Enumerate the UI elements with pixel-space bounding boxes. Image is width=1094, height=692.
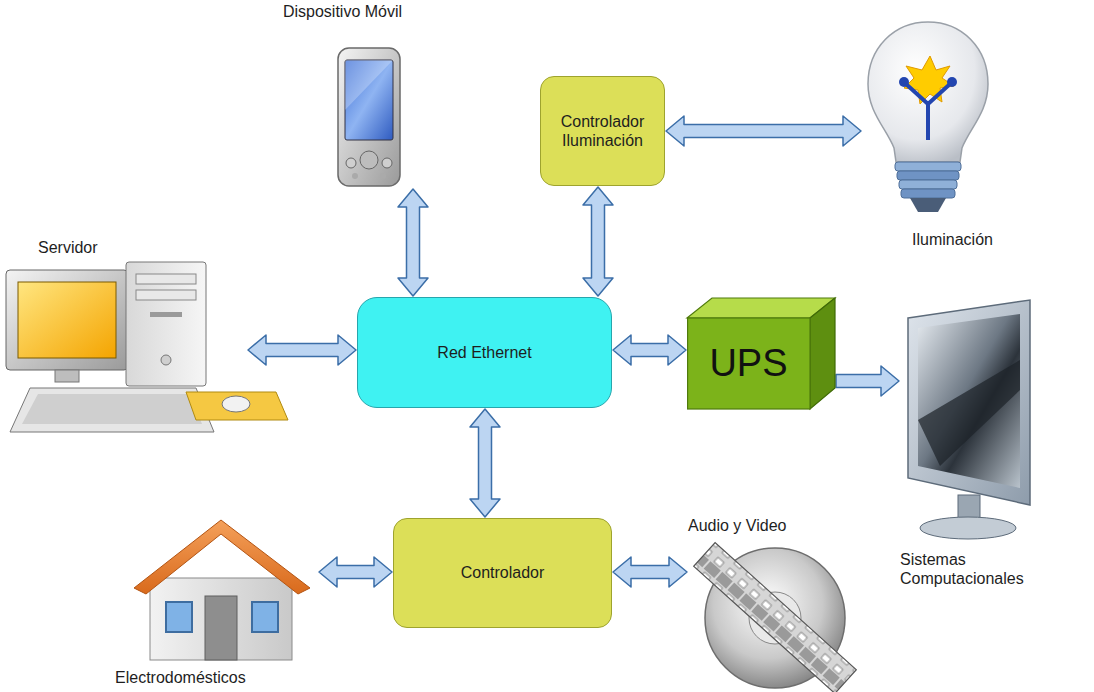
light-bulb-icon	[868, 22, 988, 212]
block-arrow	[398, 189, 428, 296]
audio-video: Audio y Video	[688, 512, 863, 690]
node-label: Dispositivo Móvil	[255, 2, 430, 21]
node-label: Iluminación	[912, 230, 1012, 249]
lighting-controller-box: Controlador Iluminación	[540, 76, 665, 186]
block-arrow	[613, 335, 686, 365]
node-label: Audio y Video	[688, 516, 860, 535]
node-label: Red Ethernet	[437, 343, 531, 362]
block-arrow	[666, 116, 861, 146]
block-arrow	[319, 557, 392, 587]
block-arrow	[470, 409, 500, 517]
appliances: Electrodomésticos	[112, 518, 318, 692]
server-computer-icon	[6, 262, 288, 432]
node-label: Controlador Iluminación	[551, 112, 654, 150]
node-label: Electrodomésticos	[115, 668, 315, 687]
node-label: Servidor	[38, 238, 158, 257]
computer-systems: Sistemas Computacionales	[900, 298, 1070, 598]
audio-video-icon	[694, 543, 857, 692]
monitor-icon	[908, 300, 1030, 539]
controller-box: Controlador	[393, 518, 612, 628]
house-icon	[134, 520, 310, 660]
node-label: UPS	[709, 341, 787, 387]
node-label: Sistemas Computacionales	[900, 550, 1060, 588]
lighting: Iluminación	[862, 0, 1012, 255]
server: Servidor	[0, 235, 247, 440]
block-arrow	[836, 366, 899, 396]
ethernet-box: Red Ethernet	[357, 297, 612, 408]
mobile-device-icon	[338, 48, 400, 186]
block-arrow	[248, 335, 356, 365]
node-label: Controlador	[461, 563, 545, 582]
block-arrow	[613, 557, 687, 587]
block-arrow	[583, 187, 613, 296]
mobile-device: Dispositivo Móvil	[255, 0, 430, 188]
ups-cube: UPS	[687, 298, 835, 410]
